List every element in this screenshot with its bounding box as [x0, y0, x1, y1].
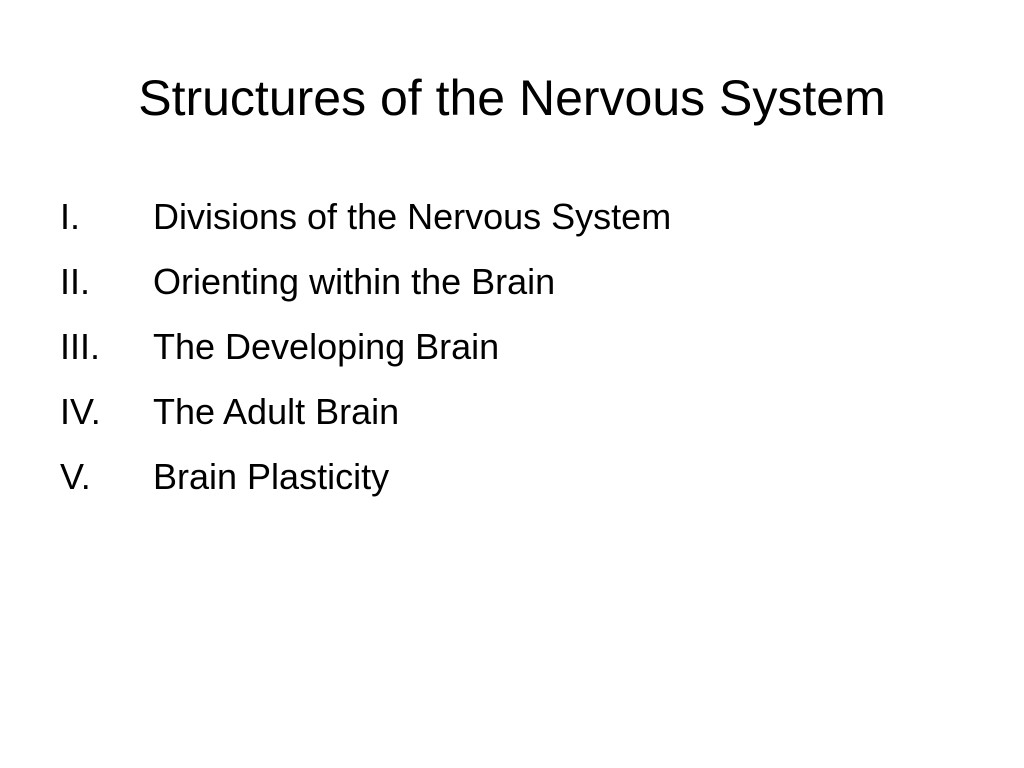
outline-item: IV. The Adult Brain: [60, 379, 960, 444]
outline-item-text: Divisions of the Nervous System: [153, 196, 672, 237]
outline-item-text: The Adult Brain: [153, 391, 400, 432]
outline-numeral: II.: [60, 261, 91, 302]
outline-numeral: V.: [60, 456, 91, 497]
outline-item: III. The Developing Brain: [60, 314, 960, 379]
outline-list: I. Divisions of the Nervous System II. O…: [60, 184, 960, 509]
outline-item-text: The Developing Brain: [153, 326, 500, 367]
outline-item-text: Brain Plasticity: [153, 456, 390, 497]
outline-numeral: I.: [60, 196, 81, 237]
outline-numeral: III.: [60, 326, 101, 367]
slide-title: Structures of the Nervous System: [138, 70, 886, 126]
outline-item: II. Orienting within the Brain: [60, 249, 960, 314]
outline-item: V. Brain Plasticity: [60, 444, 960, 509]
outline-item-text: Orienting within the Brain: [153, 261, 556, 302]
outline-item: I. Divisions of the Nervous System: [60, 184, 960, 249]
outline-numeral: IV.: [60, 391, 101, 432]
